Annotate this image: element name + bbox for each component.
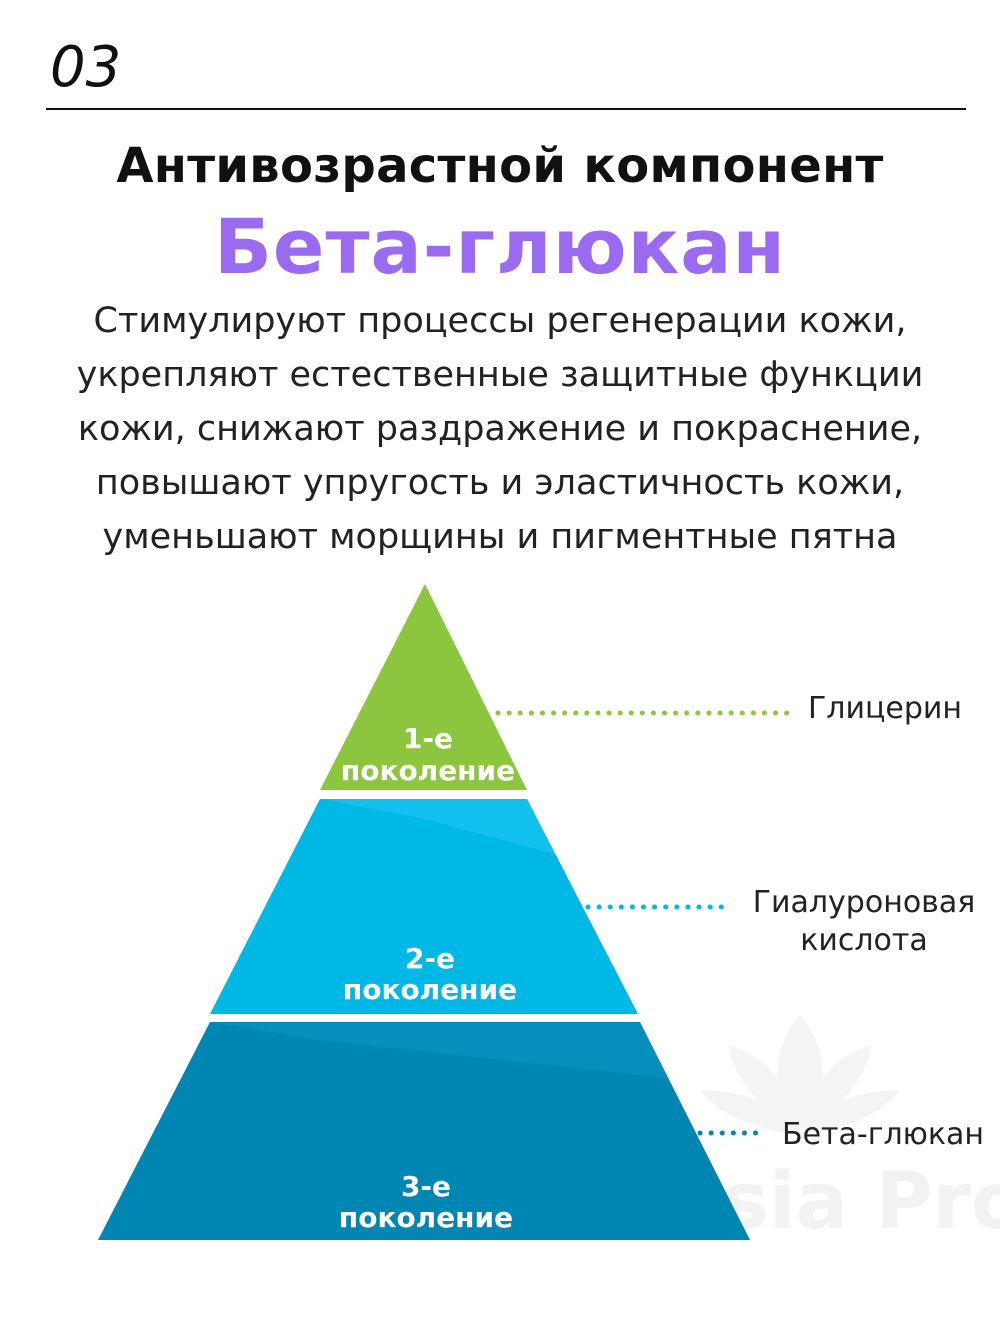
tier-2-shape bbox=[210, 799, 638, 1014]
page-number: 03 bbox=[50, 35, 122, 100]
description-line: кожи, снижают раздражение и покраснение, bbox=[77, 409, 923, 449]
description-line: уменьшают морщины и пигментные пятна bbox=[102, 517, 898, 557]
tier-1-label-number: 1-е bbox=[403, 722, 453, 755]
description: Стимулируют процессы регенерации кожи, у… bbox=[20, 294, 980, 564]
tier-2-ingredient-line1: Гиалуроновая bbox=[753, 885, 976, 920]
header-divider bbox=[46, 108, 966, 110]
tier-2-label-number: 2-е bbox=[405, 942, 455, 975]
page-subtitle: Бета-глюкан bbox=[214, 202, 786, 291]
tier-3-label-number: 3-е bbox=[401, 1170, 451, 1203]
tier-2-label-word: поколение bbox=[343, 973, 517, 1006]
tier-3-label-word: поколение bbox=[339, 1201, 513, 1234]
tier-2-ingredient-line2: кислота bbox=[800, 923, 928, 958]
tier-1-shape bbox=[320, 584, 527, 790]
page-title: Антивозрастной компонент bbox=[116, 138, 884, 194]
description-line: повышают упругость и эластичность кожи, bbox=[95, 463, 905, 503]
tier-3-shape bbox=[98, 1022, 750, 1240]
description-line: укрепляют естественные защитные функции bbox=[76, 355, 924, 395]
description-line: Стимулируют процессы регенерации кожи, bbox=[93, 301, 907, 341]
tier-3-ingredient: Бета-глюкан bbox=[782, 1117, 984, 1152]
tier-1-label-word: поколение bbox=[341, 754, 515, 787]
tier-1-ingredient: Глицерин bbox=[808, 691, 962, 726]
